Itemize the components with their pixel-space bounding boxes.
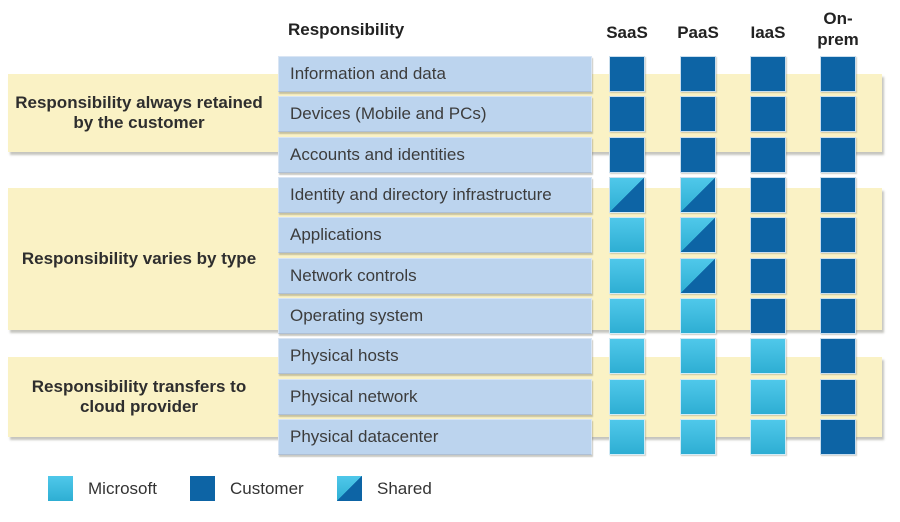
- legend-item-customer: Customer: [190, 476, 304, 501]
- legend-label-microsoft: Microsoft: [88, 478, 157, 498]
- matrix-cell-saas-microsoft: [609, 379, 645, 415]
- row-label-bar: Identity and directory infrastructure: [278, 177, 592, 213]
- matrix-cell-iaas-customer: [750, 298, 786, 334]
- row-label-bar: Physical hosts: [278, 338, 592, 374]
- matrix-cell-saas-microsoft: [609, 258, 645, 294]
- responsibility-column-header: Responsibility: [288, 20, 405, 39]
- row-label-bar: Operating system: [278, 298, 592, 334]
- group-label-varies-by-type: Responsibility varies by type: [21, 249, 257, 268]
- matrix-cell-onprem-customer: [820, 419, 856, 455]
- matrix-cell-onprem-customer: [820, 258, 856, 294]
- matrix-cell-saas-microsoft: [609, 419, 645, 455]
- row-label-bar: Devices (Mobile and PCs): [278, 96, 592, 132]
- row-label-bar: Accounts and identities: [278, 137, 592, 173]
- matrix-cell-iaas-microsoft: [750, 419, 786, 455]
- matrix-cell-onprem-customer: [820, 177, 856, 213]
- row-label-bar: Physical datacenter: [278, 419, 592, 455]
- matrix-cell-iaas-microsoft: [750, 338, 786, 374]
- shared-swatch-icon: [337, 476, 362, 501]
- group-label-retained-by-customer: Responsibility always retained by the cu…: [15, 93, 263, 132]
- column-header-paas: PaaS: [677, 23, 719, 42]
- matrix-cell-onprem-customer: [820, 338, 856, 374]
- matrix-cell-iaas-customer: [750, 96, 786, 132]
- matrix-cell-saas-microsoft: [609, 217, 645, 253]
- row-label-bar: Information and data: [278, 56, 592, 92]
- matrix-cell-saas-microsoft: [609, 338, 645, 374]
- matrix-cell-paas-microsoft: [680, 298, 716, 334]
- matrix-cell-iaas-customer: [750, 137, 786, 173]
- legend-label-shared: Shared: [377, 478, 432, 498]
- matrix-cell-onprem-customer: [820, 96, 856, 132]
- matrix-cell-paas-shared: [680, 258, 716, 294]
- matrix-cell-paas-shared: [680, 177, 716, 213]
- column-header-saas: SaaS: [606, 23, 648, 42]
- row-label-bar: Physical network: [278, 379, 592, 415]
- matrix-cell-paas-microsoft: [680, 379, 716, 415]
- microsoft-swatch-icon: [48, 476, 73, 501]
- matrix-cell-onprem-customer: [820, 137, 856, 173]
- matrix-cell-onprem-customer: [820, 217, 856, 253]
- matrix-cell-paas-microsoft: [680, 338, 716, 374]
- matrix-cell-saas-customer: [609, 137, 645, 173]
- matrix-cell-iaas-customer: [750, 258, 786, 294]
- matrix-cell-saas-shared: [609, 177, 645, 213]
- column-header-iaas: IaaS: [750, 23, 786, 42]
- matrix-cell-paas-customer: [680, 96, 716, 132]
- matrix-cell-onprem-customer: [820, 379, 856, 415]
- matrix-cell-iaas-customer: [750, 177, 786, 213]
- group-label-transfers-to-provider: Responsibility transfers to cloud provid…: [31, 377, 247, 416]
- matrix-cell-saas-customer: [609, 96, 645, 132]
- customer-swatch-icon: [190, 476, 215, 501]
- legend-label-customer: Customer: [230, 478, 304, 498]
- matrix-cell-paas-shared: [680, 217, 716, 253]
- row-label-bar: Network controls: [278, 258, 592, 294]
- matrix-cell-paas-customer: [680, 137, 716, 173]
- matrix-cell-paas-customer: [680, 56, 716, 92]
- column-header-onprem: On- prem: [817, 9, 859, 49]
- matrix-cell-paas-microsoft: [680, 419, 716, 455]
- legend-item-shared: Shared: [337, 476, 432, 501]
- matrix-cell-saas-customer: [609, 56, 645, 92]
- matrix-cell-iaas-customer: [750, 217, 786, 253]
- matrix-cell-onprem-customer: [820, 298, 856, 334]
- matrix-cell-iaas-microsoft: [750, 379, 786, 415]
- row-label-bar: Applications: [278, 217, 592, 253]
- matrix-cell-iaas-customer: [750, 56, 786, 92]
- legend-item-microsoft: Microsoft: [48, 476, 157, 501]
- matrix-cell-saas-microsoft: [609, 298, 645, 334]
- matrix-cell-onprem-customer: [820, 56, 856, 92]
